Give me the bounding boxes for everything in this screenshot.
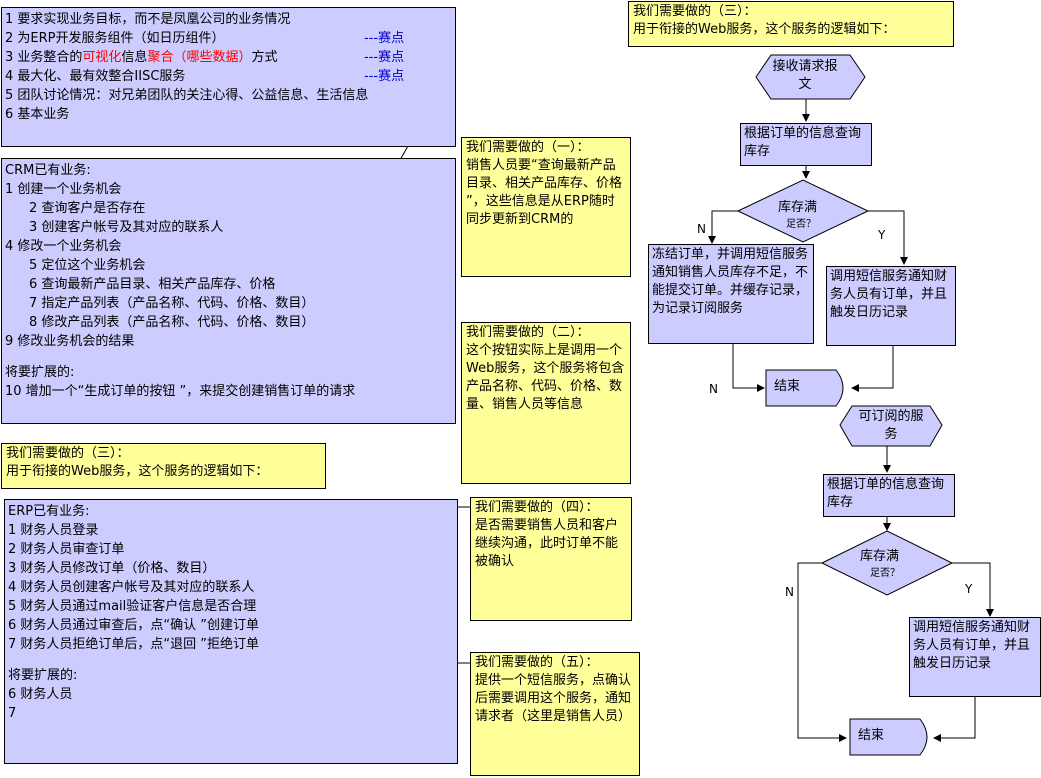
- erp-ext-item: 6 财务人员: [8, 687, 73, 702]
- flow1-end-shape: [765, 369, 844, 407]
- flow1-yes-label: Y: [878, 228, 886, 242]
- flow2-yes-action-box: 调用短信服务通知财务人员有订单，并且触发日历记录: [909, 617, 1041, 697]
- flow2-start-shape: [839, 405, 943, 447]
- note-three-left-title: 我们需要做的（三）：: [6, 446, 130, 461]
- note-three-left: 我们需要做的（三）： 用于衔接的Web服务，这个服务的逻辑如下：: [1, 443, 326, 489]
- flow1-n-end-label: N: [709, 382, 718, 396]
- note-four: 我们需要做的（四）： 是否需要销售人员和客户继续沟通，此时订单不能被确认: [470, 497, 632, 621]
- note-three-right: 我们需要做的（三）： 用于衔接的Web服务，这个服务的逻辑如下：: [628, 1, 954, 47]
- flow1-decision-sub: 足否？: [786, 219, 816, 230]
- goal-item-5: 5 团队讨论情况：对兄弟团队的关注心得、公益信息、生活信息: [5, 88, 369, 103]
- flow2-end-shape: [849, 718, 928, 756]
- crm-item: 4 修改一个业务机会: [5, 239, 122, 254]
- erp-item: 6 财务人员通过审查后，点“确认 ”创建订单: [8, 618, 260, 633]
- crm-item: 7 指定产品列表（产品名称、代码、价格、数目）: [29, 296, 315, 311]
- crm-item: 1 创建一个业务机会: [5, 182, 122, 197]
- note-three-right-title: 我们需要做的（三）：: [633, 4, 757, 19]
- flow2-decision-sub: 足否？: [870, 568, 900, 579]
- erp-item: 5 财务人员通过mail验证客户信息是否合理: [8, 599, 257, 614]
- erp-item: 3 财务人员修改订单（价格、数目）: [8, 561, 216, 576]
- crm-ext-item: 10 增加一个“生成订单的按钮 ”，来提交创建销售订单的请求: [5, 384, 356, 399]
- goal-item-6: 6 基本业务: [5, 107, 70, 122]
- crm-item: 6 查询最新产品目录、相关产品库存、价格: [29, 277, 276, 292]
- flow1-decision-main: 库存满: [778, 200, 818, 215]
- flow2-query-box: 根据订单的信息查询库存: [823, 474, 955, 517]
- note-three-left-body: 用于衔接的Web服务，这个服务的逻辑如下：: [6, 464, 269, 479]
- erp-title: ERP已有业务:: [8, 504, 90, 519]
- note-one-title: 我们需要做的（一）：: [466, 140, 590, 155]
- flow1-yes-action-box: 调用短信服务通知财务人员有订单，并且触发日历记录: [826, 266, 956, 346]
- erp-ext-item: 7: [8, 706, 17, 721]
- goal-item-4: 4 最大化、最有效整合IISC服务---赛点: [5, 69, 405, 84]
- flow2-yes-label: Y: [965, 582, 973, 596]
- flow2-no-label: N: [785, 585, 794, 599]
- crm-item: 8 修改产品列表（产品名称、代码、价格、数目）: [29, 315, 315, 330]
- flow2-start-label: 可订阅的服务: [858, 409, 924, 442]
- erp-item: 7 财务人员拒绝订单后，点“退回 ”拒绝订单: [8, 637, 260, 652]
- note-one-body: 销售人员要“查询最新产品目录、相关产品库存、价格 ”，这些信息是从ERP随时同步…: [466, 158, 623, 227]
- note-one: 我们需要做的（一）： 销售人员要“查询最新产品目录、相关产品库存、价格 ”，这些…: [461, 137, 631, 277]
- goal-item-2: 2 为ERP开发服务组件（如日历组件）---赛点: [5, 31, 405, 46]
- goal-item-3: 3 业务整合的可视化信息聚合（哪些数据）方式---赛点: [5, 50, 405, 65]
- crm-item: 9 修改业务机会的结果: [5, 334, 135, 349]
- flow1-end-label: 结束: [774, 379, 801, 394]
- flow1-start-shape: [755, 54, 866, 100]
- flow1-query-box: 根据订单的信息查询库存: [740, 123, 872, 166]
- crm-title: CRM已有业务:: [5, 163, 91, 178]
- goal-item-1: 1 要求实现业务目标，而不是凤凰公司的业务情况: [5, 12, 291, 27]
- erp-item: 1 财务人员登录: [8, 523, 99, 538]
- goals-box: 1 要求实现业务目标，而不是凤凰公司的业务情况 2 为ERP开发服务组件（如日历…: [1, 7, 456, 147]
- note-five-body: 提供一个短信服务，点确认后需要调用这个服务，通知请求者（这里是销售人员）: [475, 673, 632, 724]
- flow2-decision-main: 库存满: [860, 549, 900, 564]
- note-two-title: 我们需要做的（二）：: [466, 325, 590, 340]
- crm-box: CRM已有业务: 1 创建一个业务机会 2 查询客户是否存在 3 创建客户帐号及…: [1, 158, 456, 424]
- crm-item: 5 定位这个业务机会: [29, 258, 146, 273]
- note-three-right-body: 用于衔接的Web服务，这个服务的逻辑如下：: [633, 22, 896, 37]
- note-five: 我们需要做的（五）： 提供一个短信服务，点确认后需要调用这个服务，通知请求者（这…: [470, 652, 640, 776]
- erp-item: 2 财务人员审查订单: [8, 542, 125, 557]
- crm-item: 3 创建客户帐号及其对应的联系人: [29, 220, 224, 235]
- erp-box: ERP已有业务: 1 财务人员登录 2 财务人员审查订单 3 财务人员修改订单（…: [4, 499, 458, 764]
- note-two: 我们需要做的（二）： 这个按钮实际上是调用一个Web服务，这个服务将包含产品名称…: [461, 322, 631, 484]
- crm-ext-title: 将要扩展的:: [5, 365, 75, 380]
- flow1-no-label: N: [697, 222, 706, 236]
- note-two-body: 这个按钮实际上是调用一个Web服务，这个服务将包含产品名称、代码、价格、数量、销…: [466, 343, 625, 412]
- flow2-end-label: 结束: [858, 728, 885, 743]
- crm-item: 2 查询客户是否存在: [29, 201, 146, 216]
- erp-ext-title: 将要扩展的:: [8, 668, 78, 683]
- flow1-no-action-box: 冻结订单，并调用短信服务通知销售人员库存不足，不能提交订单。并缓存记录，为记录订…: [648, 244, 814, 344]
- erp-item: 4 财务人员创建客户帐号及其对应的联系人: [8, 580, 255, 595]
- flow1-start-label: 接收请求报文: [772, 59, 838, 92]
- note-four-body: 是否需要销售人员和客户继续沟通，此时订单不能被确认: [475, 518, 619, 569]
- note-four-title: 我们需要做的（四）：: [475, 500, 599, 515]
- note-five-title: 我们需要做的（五）：: [475, 655, 599, 670]
